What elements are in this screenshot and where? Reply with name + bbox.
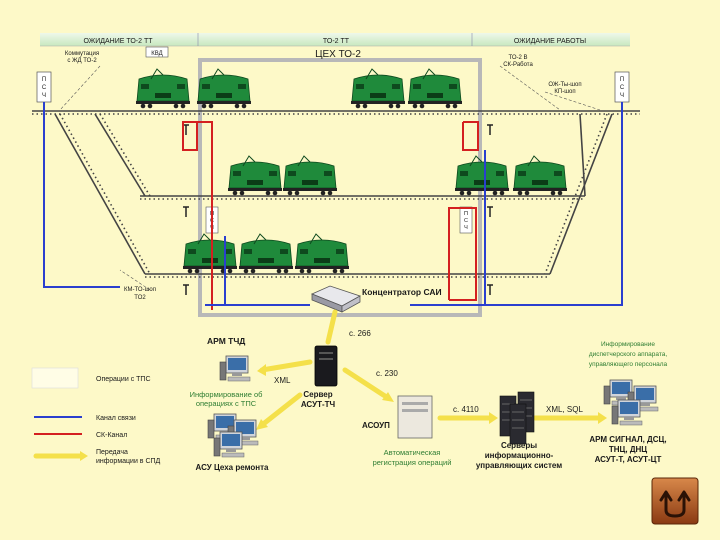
kvd-box — [145, 46, 169, 58]
signal-lines — [182, 121, 479, 310]
locomotive — [227, 155, 283, 196]
info-tps-label-2: операциях с ТПС — [196, 399, 257, 408]
arm-tchd-computer — [219, 355, 251, 382]
concentrator-device — [310, 285, 361, 313]
locomotive — [182, 233, 238, 274]
leader-lines — [59, 65, 601, 291]
info-top-label-1: Информирование — [601, 341, 655, 348]
servers-label-2: информационно- — [485, 451, 554, 460]
back-button[interactable] — [651, 477, 699, 525]
servers-label-1: Серверы — [501, 441, 537, 450]
servers-label-3: управляющих систем — [476, 461, 562, 470]
return-arrow-icon — [659, 490, 691, 518]
psch-box-left: П С Ч — [36, 71, 52, 103]
label-bottom-left-1: КМ-ТО-шоп — [124, 287, 156, 293]
locomotive — [350, 68, 406, 109]
asu-repair-label: АСУ Цеха ремонта — [196, 463, 270, 472]
locomotive — [454, 155, 510, 196]
xml-sql-label: XML, SQL — [546, 405, 583, 414]
arm-list-label-2: ТНЦ, ДНЦ — [609, 445, 647, 454]
svg-text:Ч: Ч — [620, 93, 624, 99]
arm-list-label-3: АСУТ-Т, АСУТ-ЦТ — [595, 455, 662, 464]
legend: Операции с ТПС Канал связи СК-Канал Пере… — [31, 367, 161, 465]
locomotive — [282, 155, 338, 196]
locomotive — [238, 233, 294, 274]
label-right-mid-1: ОЖ-Ты-шоп — [548, 82, 581, 88]
locomotive — [512, 155, 568, 196]
server-asut-device — [314, 345, 338, 387]
concentrator-label: Концентратор САИ — [362, 287, 442, 297]
header-bar — [40, 33, 630, 46]
info-top-label-3: управляющего персонала — [589, 361, 668, 368]
svg-text:Ч: Ч — [42, 93, 46, 99]
label-top-left-2: с ЖД ТО-2 — [67, 58, 97, 64]
legend-transfer-label-2: информации в СПД — [96, 458, 161, 465]
server-asut-label-1: Сервер — [303, 390, 332, 399]
header-to2-label: ТО-2 ТТ — [323, 38, 350, 45]
link-c266: с. 266 — [349, 329, 371, 338]
locomotive — [294, 233, 350, 274]
link-c230: с. 230 — [376, 369, 398, 378]
legend-ops-label: Операции с ТПС — [96, 376, 151, 383]
auto-reg-label-1: Автоматическая — [384, 448, 441, 457]
label-right-mid-2: КП-шоп — [554, 89, 575, 95]
svg-text:П: П — [464, 211, 468, 217]
psch-box-right: П С Ч — [614, 71, 630, 103]
track-layout — [32, 110, 640, 278]
legend-comm-label: Канал связи — [96, 415, 136, 422]
label-top-right-2: СК-Работа — [503, 62, 533, 68]
info-server-rack — [509, 403, 527, 445]
label-bottom-left-2: ТО2 — [134, 295, 146, 301]
header-waiting-label: ОЖИДАНИЕ ТО-2 ТТ — [83, 38, 153, 45]
communication-lines — [43, 102, 623, 306]
kvd-label: КВД — [151, 51, 162, 57]
arm-list-label-1: АРМ СИГНАЛ, ДСЦ, — [589, 435, 666, 444]
header-ready-label: ОЖИДАНИЕ РАБОТЫ — [514, 38, 586, 45]
link-c4110: с. 4110 — [453, 405, 479, 414]
locomotive — [407, 68, 463, 109]
locomotive — [196, 68, 252, 109]
legend-ops-swatch — [31, 367, 79, 389]
svg-text:П: П — [42, 77, 46, 83]
xml-label: XML — [274, 376, 291, 385]
svg-text:Ч: Ч — [464, 225, 468, 231]
arrow-heads — [80, 364, 607, 461]
transfer-arrows — [33, 309, 603, 459]
label-top-right-1: ТО-2 В — [508, 55, 527, 61]
svg-text:С: С — [42, 85, 47, 91]
legend-transfer-label-1: Передача — [96, 449, 128, 456]
info-tps-label-1: Информирование об — [190, 390, 263, 399]
asoup-label: АСОУП — [362, 421, 390, 430]
arm-tchd-label: АРМ ТЧД — [207, 336, 245, 346]
label-top-left-1: Коммутация — [65, 51, 99, 57]
asoup-server — [397, 395, 433, 439]
svg-text:П: П — [620, 77, 624, 83]
locomotive — [135, 68, 191, 109]
svg-text:С: С — [620, 85, 625, 91]
info-top-label-2: диспетчерского аппарата, — [589, 351, 667, 358]
server-asut-label-2: АСУТ-ТЧ — [301, 400, 336, 409]
svg-text:С: С — [464, 218, 468, 224]
auto-reg-label-2: регистрация операций — [373, 458, 452, 467]
legend-signal-label: СК-Канал — [96, 432, 127, 439]
shop-title: ЦЕХ ТО-2 — [315, 49, 361, 60]
psch-box-mid-right: П С Ч — [459, 206, 473, 234]
